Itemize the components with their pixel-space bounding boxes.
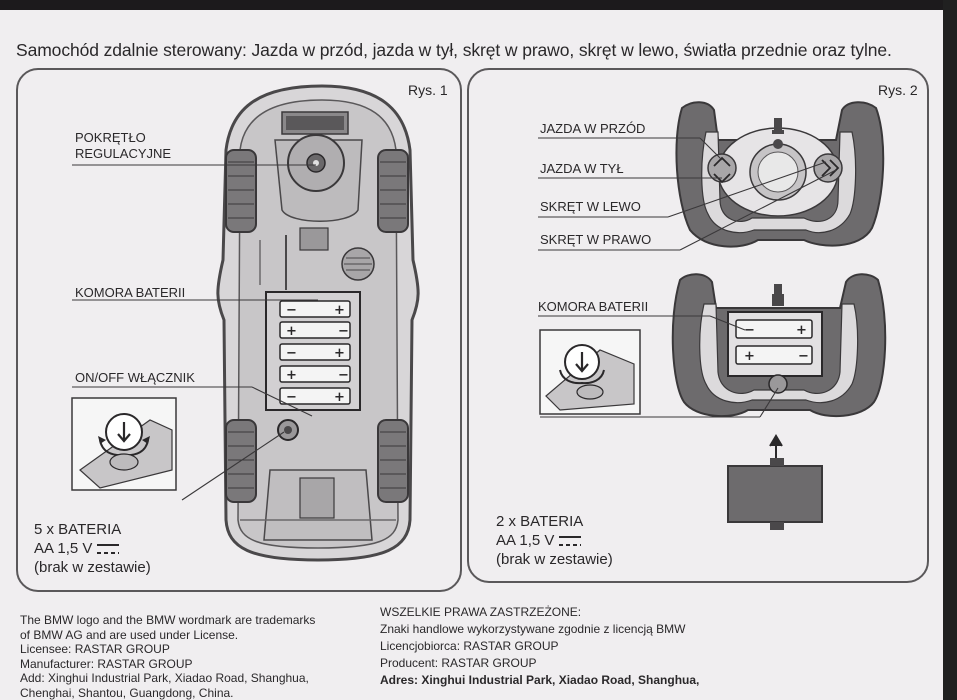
figure2-caption: Rys. 2 [878, 82, 918, 98]
battery-note-2: (brak w zestawie) [496, 551, 613, 568]
figure1-panel [16, 68, 462, 592]
svg-text:+: + [796, 323, 807, 338]
figure1-caption: Rys. 1 [408, 82, 448, 98]
battery-count-2: 2 x BATERIA [496, 513, 584, 530]
svg-text:+: + [334, 303, 345, 318]
footer-pl-line: Znaki handlowe wykorzystywane zgodnie z … [380, 622, 686, 636]
svg-text:+: + [286, 368, 297, 383]
turn-left-label: SKRĘT W LEWO [540, 199, 641, 214]
svg-text:+: + [334, 390, 345, 405]
svg-text:−: − [744, 323, 755, 338]
top-edge [0, 0, 957, 10]
battery-compartment-label-2: KOMORA BATERII [538, 299, 649, 314]
footer-en-line: of BMW AG and are used under License. [20, 627, 239, 642]
footer-pl-line: Producent: RASTAR GROUP [380, 656, 537, 670]
footer-en-line: Licensee: RASTAR GROUP [20, 642, 170, 656]
battery-spec-2: 2 x BATERIA AA 1,5 V (brak w zestawie) [496, 512, 613, 569]
figure2-panel [467, 68, 929, 583]
footer-pl-line: WSZELKIE PRAWA ZASTRZEŻONE: [380, 605, 582, 619]
battery-note-1: (brak w zestawie) [34, 559, 151, 576]
svg-text:−: − [798, 349, 809, 364]
svg-text:+: + [334, 346, 345, 361]
turn-right-label: SKRĘT W PRAWO [540, 232, 652, 247]
battery-compartment-label-1: KOMORA BATERII [75, 285, 186, 300]
footer-en-line: Add: Xinghui Industrial Park, Xiadao Roa… [20, 671, 309, 685]
page-heading: Samochód zdalnie sterowany: Jazda w przó… [16, 40, 892, 60]
battery-spec-1: 5 x BATERIA AA 1,5 V (brak w zestawie) [34, 520, 151, 577]
footer-pl-line: Licencjobiorca: RASTAR GROUP [380, 639, 559, 653]
battery-count-1: 5 x BATERIA [34, 521, 122, 538]
svg-text:+: + [286, 324, 297, 339]
footer-pl-line: Adres: Xinghui Industrial Park, Xiadao R… [380, 673, 700, 687]
svg-text:−: − [338, 368, 349, 383]
svg-text:+: + [744, 349, 755, 364]
footer-en-line: Chenghai, Shantou, Guangdong, China. [20, 685, 234, 700]
battery-voltage-1: AA 1,5 V [34, 539, 151, 558]
right-edge [943, 0, 957, 700]
dc-symbol [558, 536, 581, 547]
forward-label: JAZDA W PRZÓD [540, 121, 646, 136]
svg-text:−: − [338, 324, 349, 339]
footer-en-line: Manufacturer: RASTAR GROUP [20, 656, 193, 671]
dc-symbol [96, 544, 119, 555]
footer-polish: WSZELKIE PRAWA ZASTRZEŻONE: Znaki handlo… [380, 604, 699, 689]
svg-text:−: − [286, 390, 297, 405]
footer-english: The BMW logo and the BMW wordmark are tr… [20, 613, 315, 700]
footer-en-line: The BMW logo and the BMW wordmark are tr… [20, 613, 316, 627]
backward-label: JAZDA W TYŁ [540, 161, 624, 176]
svg-text:−: − [286, 303, 297, 318]
svg-text:−: − [286, 346, 297, 361]
battery-voltage-2: AA 1,5 V [496, 531, 613, 550]
switch-label: ON/OFF WŁĄCZNIK [75, 370, 195, 385]
